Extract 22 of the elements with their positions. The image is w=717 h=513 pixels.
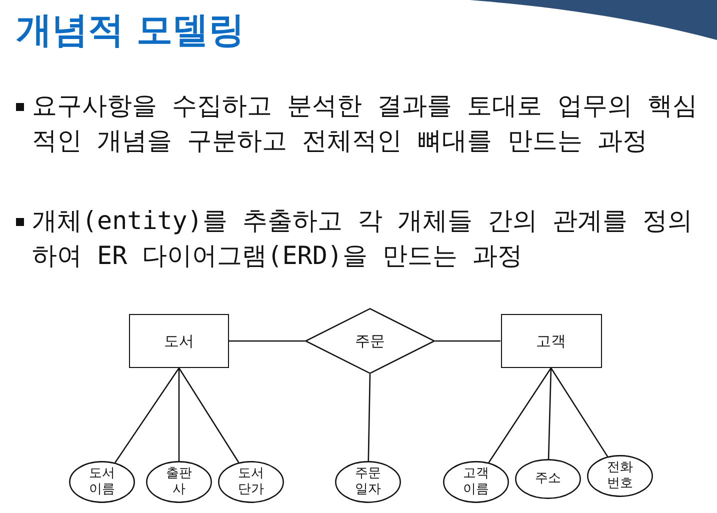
connector-line xyxy=(368,374,371,462)
entity-box: 도서 xyxy=(129,314,229,368)
connector-line xyxy=(178,368,180,461)
entity-box: 고객 xyxy=(500,314,602,368)
relationship-diamond: 주문 xyxy=(305,308,435,374)
attribute-ellipse: 도서이름 xyxy=(69,461,135,503)
connector-line xyxy=(229,340,305,342)
attribute-ellipse: 전화번호 xyxy=(587,455,653,497)
attribute-ellipse: 주문일자 xyxy=(335,461,401,503)
connector-line xyxy=(550,368,608,457)
connector-line xyxy=(488,368,552,463)
connector-line xyxy=(548,368,552,460)
slide-title: 개념적 모델링 xyxy=(16,9,245,53)
connector-line xyxy=(114,368,180,464)
bullet-text: 요구사항을 수집하고 분석한 결과를 토대로 업무의 핵심적인 개념을 구분하고 전체적인 뼈대를 만드는 과정 xyxy=(32,90,698,157)
attribute-ellipse: 고객이름 xyxy=(443,461,509,503)
connector-line xyxy=(178,368,240,463)
attribute-ellipse: 주소 xyxy=(515,459,581,499)
connector-line xyxy=(435,340,500,342)
attribute-ellipse: 도서단가 xyxy=(218,461,284,503)
attribute-ellipse: 출판사 xyxy=(146,461,212,503)
bullet-text: 개체(entity)를 추출하고 각 개체들 간의 관계를 정의하여 ER 다이어그램(ERD)을 만드는 과정 xyxy=(32,205,694,272)
